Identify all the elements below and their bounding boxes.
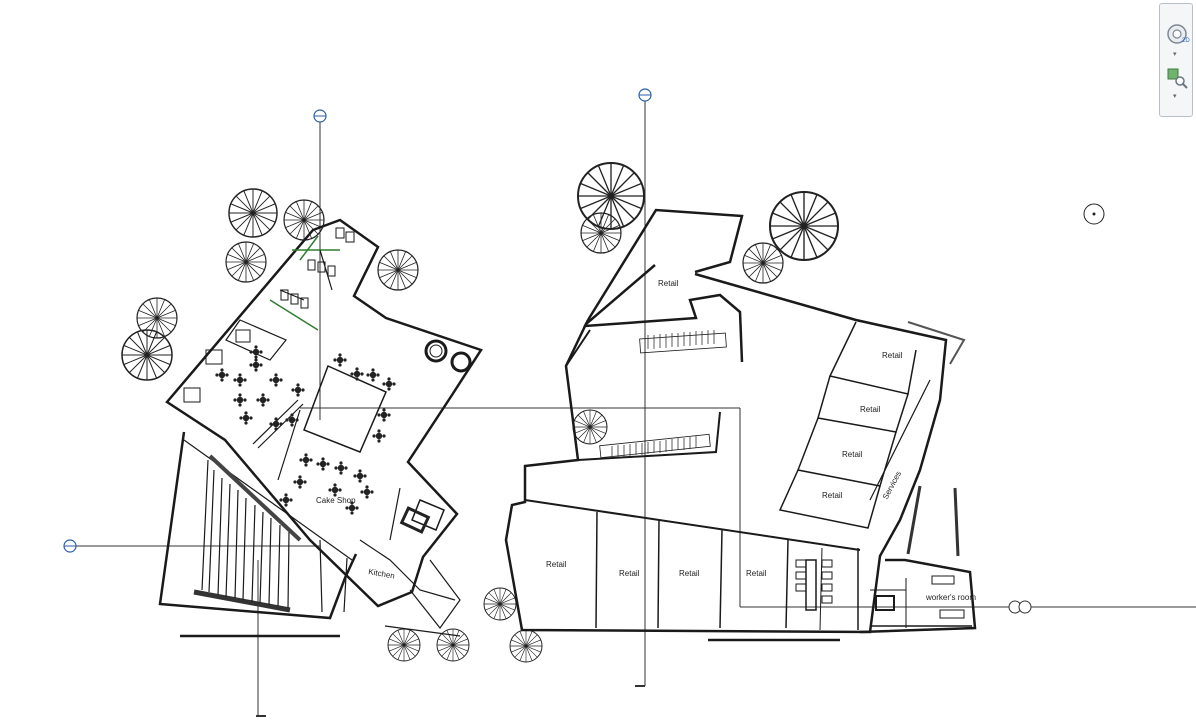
tree	[228, 188, 278, 238]
room-label-retail: Retail	[658, 279, 679, 288]
tree	[225, 241, 267, 283]
room-label-kitchen: Kitchen	[368, 567, 396, 580]
tree	[387, 628, 421, 662]
courtyard	[303, 364, 387, 453]
shop-block-outline	[158, 431, 358, 620]
navigation-bar: 2D ▾ ▾	[1159, 3, 1193, 117]
badge-2d: 2D	[1182, 38, 1190, 44]
tree	[483, 587, 517, 621]
zoom-region-icon[interactable]	[1165, 66, 1189, 90]
right-building	[504, 208, 977, 642]
room-labels: Cake Shop Kitchen Retail Retail Retail R…	[316, 279, 976, 602]
tree	[377, 249, 419, 291]
left-building	[158, 218, 483, 638]
room-label-retail: Retail	[619, 569, 640, 578]
upper-retail-outline	[586, 208, 744, 321]
level-marker[interactable]	[1083, 203, 1105, 225]
trees	[121, 162, 840, 663]
tree	[121, 329, 173, 381]
grid-bubble	[638, 88, 652, 102]
grid-bubble	[63, 539, 77, 553]
grid-bubble-pair	[1008, 600, 1032, 614]
chevron-down-icon[interactable]: ▾	[1173, 92, 1177, 100]
room-label-retail: Retail	[679, 569, 700, 578]
room-label-retail: Retail	[746, 569, 767, 578]
chevron-down-icon[interactable]: ▾	[1173, 50, 1177, 58]
tree	[580, 212, 622, 254]
tree	[577, 162, 645, 230]
main-outline	[504, 264, 948, 634]
tree	[509, 629, 543, 663]
tree	[768, 190, 840, 262]
room-label-retail: Retail	[860, 405, 881, 414]
room-label-retail: Retail	[842, 450, 863, 459]
room-label-retail: Retail	[546, 560, 567, 569]
room-label-workers-room: worker's room	[925, 593, 976, 602]
steering-wheel-icon[interactable]	[1165, 22, 1189, 46]
tree	[742, 242, 784, 284]
cafe-outline	[165, 218, 483, 608]
room-label-retail: Retail	[882, 351, 903, 360]
kitchen-counter	[411, 499, 445, 531]
grid-bubble	[313, 109, 327, 123]
grid-bubbles[interactable]	[63, 88, 1032, 614]
tree	[572, 409, 608, 445]
room-label-cake-shop: Cake Shop	[316, 496, 356, 505]
tree	[283, 199, 325, 241]
grid-lines	[76, 101, 1196, 717]
room-label-retail: Retail	[822, 491, 843, 500]
